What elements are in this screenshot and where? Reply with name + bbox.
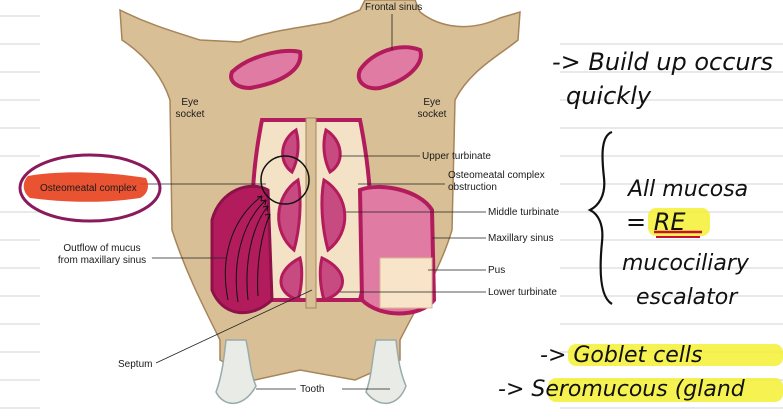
label-tooth: Tooth — [300, 384, 324, 395]
pus-fluid — [380, 258, 432, 308]
note-seromucous: -> Seromucous (gland — [498, 377, 746, 402]
septum-bone — [306, 118, 316, 308]
note-buildup: -> Build up occurs — [552, 48, 773, 76]
label-frontal-sinus: Frontal sinus — [365, 2, 422, 13]
note-goblet-cells: -> Goblet cells — [540, 343, 702, 368]
note-re: = RE — [626, 208, 686, 236]
label-lower-turbinate: Lower turbinate — [488, 287, 557, 298]
curly-brace — [590, 132, 612, 304]
turbinates-right — [320, 130, 345, 300]
label-septum: Septum — [118, 359, 152, 370]
label-upper-turbinate: Upper turbinate — [422, 151, 491, 162]
note-escalator: escalator — [636, 285, 739, 310]
label-pus: Pus — [488, 265, 505, 276]
note-mucociliary: mucociliary — [622, 251, 750, 276]
note-quickly: quickly — [566, 82, 652, 110]
label-maxillary-sinus: Maxillary sinus — [488, 233, 554, 244]
maxillary-sinus-left — [212, 186, 272, 312]
note-all-mucosa: All mucosa — [626, 177, 748, 202]
label-ostiomeatal-complex: Osteomeatal complex — [40, 183, 137, 194]
label-middle-turbinate: Middle turbinate — [488, 207, 560, 218]
